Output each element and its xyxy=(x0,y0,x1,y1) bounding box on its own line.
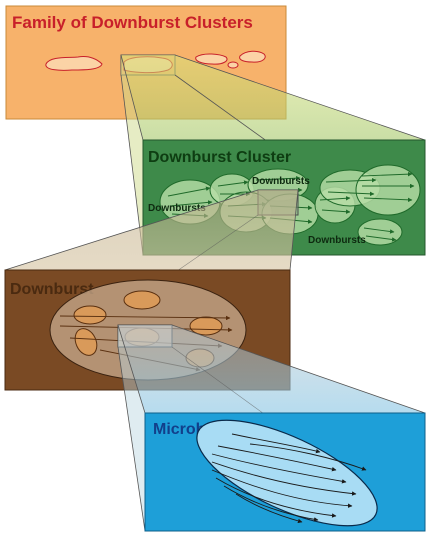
zoom-beam-downburst-to-microburst xyxy=(117,324,426,532)
microburst-outline xyxy=(196,419,378,527)
zoom-beam-family-to-cluster xyxy=(120,54,426,256)
family-panel-title: Family of Downburst Clusters xyxy=(12,13,253,32)
cluster-label-downbursts-3: Downbursts xyxy=(308,235,366,246)
family-cluster-4 xyxy=(227,61,239,69)
microburst-panel: Microburst xyxy=(144,412,426,532)
cluster-cell-8 xyxy=(355,164,421,216)
downburst-cell-2 xyxy=(73,305,107,325)
cluster-cell-9 xyxy=(357,218,403,246)
family-cluster-5 xyxy=(239,50,266,63)
cluster-panel-title: Downburst Cluster xyxy=(148,149,291,166)
family-cluster-1 xyxy=(45,56,103,71)
downburst-cell-3 xyxy=(189,316,223,336)
downburst-cell-1 xyxy=(123,290,161,310)
downburst-cell-4 xyxy=(74,328,98,356)
cluster-label-downbursts-2: Downbursts xyxy=(148,203,206,214)
microburst-wind-arrows xyxy=(211,433,367,524)
downburst-panel-title: Downburst xyxy=(10,281,94,298)
family-cluster-3 xyxy=(195,53,228,65)
cluster-label-downbursts-1: Downbursts xyxy=(252,176,310,187)
